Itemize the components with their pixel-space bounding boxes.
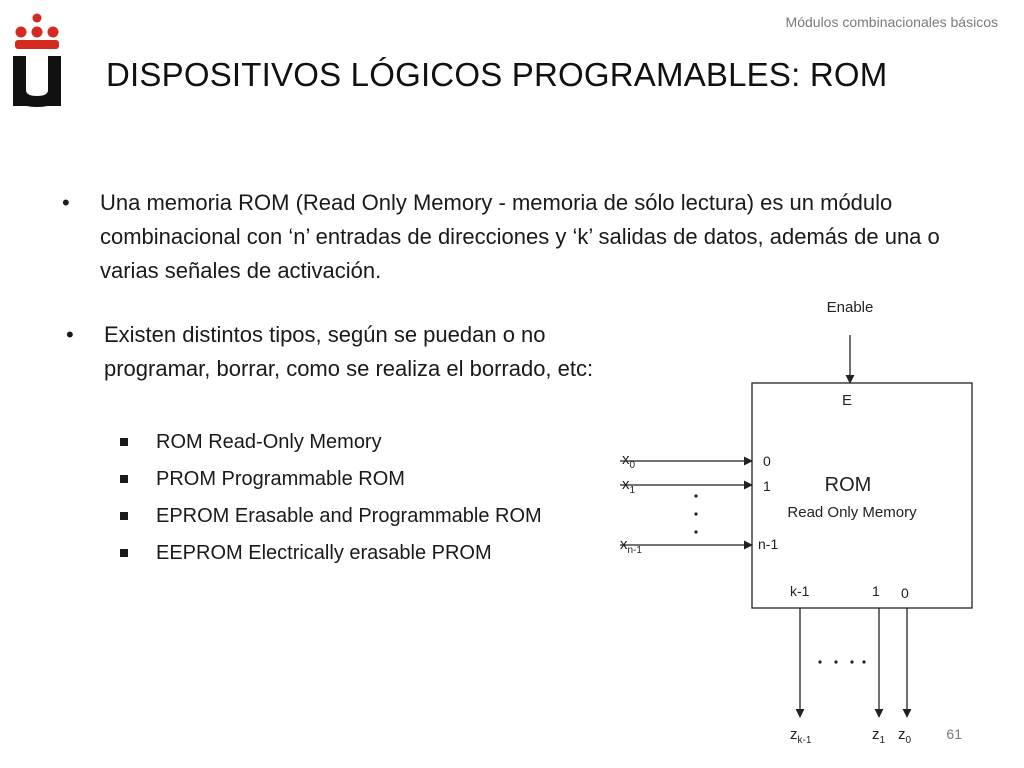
svg-text:xn-1: xn-1: [620, 536, 642, 556]
svg-text:x1: x1: [622, 476, 636, 496]
bullet-rom-definition: • Una memoria ROM (Read Only Memory - me…: [62, 186, 962, 288]
bullet-rom-definition-text: Una memoria ROM (Read Only Memory - memo…: [100, 190, 940, 283]
svg-text:1: 1: [763, 478, 771, 494]
list-item: PROM Programmable ROM: [118, 461, 542, 498]
output-zk-1: k-1 zk-1: [790, 583, 812, 746]
page-number: 61: [946, 726, 962, 742]
header-section-note: Módulos combinacionales básicos: [785, 14, 998, 30]
list-item: EPROM Erasable and Programmable ROM: [118, 498, 542, 535]
svg-text:n-1: n-1: [758, 536, 778, 552]
input-x0: x0 0: [620, 451, 771, 471]
input-x1: x1 1: [620, 476, 771, 496]
svg-text:0: 0: [763, 453, 771, 469]
input-xn-1: xn-1 n-1: [620, 536, 778, 556]
input-dots: [694, 494, 698, 534]
square-bullet-icon: [120, 549, 128, 557]
bullet-rom-types-text: Existen distintos tipos, según se puedan…: [104, 322, 594, 381]
enable-pin-label: E: [842, 392, 852, 409]
bullet-dot: •: [62, 190, 70, 215]
page-title: DISPOSITIVOS LÓGICOS PROGRAMABLES: ROM: [106, 56, 888, 93]
enable-label: Enable: [827, 299, 874, 316]
list-item: EEPROM Electrically erasable PROM: [118, 535, 542, 572]
rom-block-subtitle: Read Only Memory: [787, 504, 917, 521]
output-z0: 0 z0: [898, 585, 912, 746]
svg-text:z1: z1: [872, 726, 886, 746]
svg-text:k-1: k-1: [790, 583, 810, 599]
output-dots: [818, 660, 866, 664]
square-bullet-icon: [120, 475, 128, 483]
square-bullet-icon: [120, 512, 128, 520]
list-item: ROM Read-Only Memory: [118, 424, 542, 461]
svg-text:zk-1: zk-1: [790, 726, 812, 746]
rom-types-list: ROM Read-Only Memory PROM Programmable R…: [118, 424, 542, 572]
svg-text:1: 1: [872, 583, 880, 599]
rom-block-diagram: Enable E ROM Read Only Memory x0 0 x1 1 …: [620, 299, 973, 746]
rom-box: [751, 382, 973, 609]
bullet-dot: •: [66, 322, 74, 347]
square-bullet-icon: [120, 438, 128, 446]
urjc-logo-icon: [13, 13, 61, 107]
bullet-rom-types: • Existen distintos tipos, según se pued…: [66, 318, 606, 386]
svg-text:0: 0: [901, 585, 909, 601]
svg-text:z0: z0: [898, 726, 912, 746]
rom-block-title: ROM: [825, 474, 872, 496]
